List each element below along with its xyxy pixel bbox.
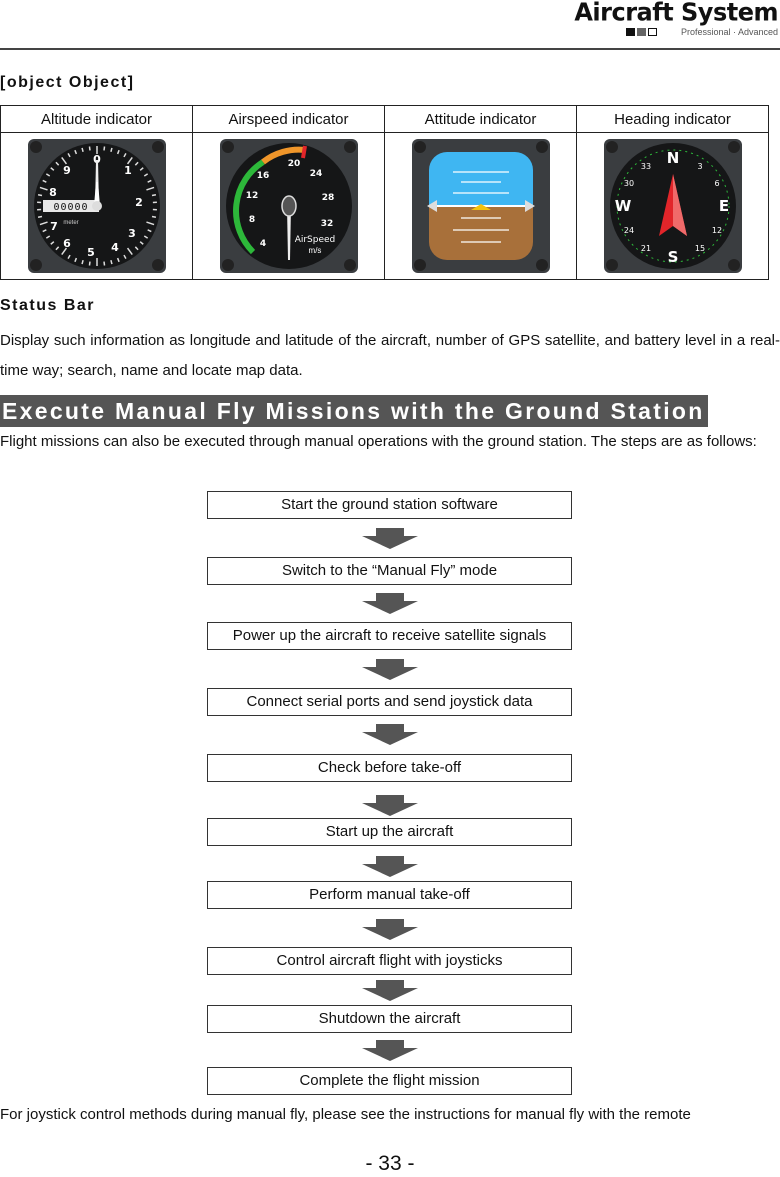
hdg-num-30: 30: [623, 179, 633, 188]
flow-step-8: Control aircraft flight with joysticks: [207, 947, 572, 975]
flow-step-6: Start up the aircraft: [207, 818, 572, 846]
instruments-table: Altitude indicator Airspeed indicator At…: [0, 105, 769, 280]
hdg-num-15: 15: [694, 244, 704, 253]
down-arrow-icon: [362, 659, 418, 680]
asi-num-28: 28: [321, 193, 334, 203]
flow-step-5: Check before take-off: [207, 754, 572, 782]
asi-num-4: 4: [259, 239, 265, 249]
down-arrow-icon: [362, 795, 418, 816]
hdg-num-3: 3: [697, 162, 702, 171]
asi-num-20: 20: [287, 159, 300, 169]
flow-step-4: Connect serial ports and send joystick d…: [207, 688, 572, 716]
hdg-num-21: 21: [640, 244, 650, 253]
asi-num-32: 32: [320, 219, 333, 229]
down-arrow-icon: [362, 1040, 418, 1061]
instruments-heading: [object Object]: [0, 74, 135, 92]
hdg-w: W: [614, 197, 631, 215]
flow-step-9: Shutdown the aircraft: [207, 1005, 572, 1033]
brand-subtitle: Professional · Advanced: [681, 27, 778, 37]
flow-step-3: Power up the aircraft to receive satelli…: [207, 622, 572, 650]
alt-num-4: 4: [111, 241, 119, 254]
page-number: - 33 -: [0, 1152, 780, 1176]
column-attitude: Attitude indicator: [385, 106, 577, 133]
asi-num-24: 24: [309, 169, 322, 179]
down-arrow-icon: [362, 528, 418, 549]
asi-num-12: 12: [245, 191, 258, 201]
column-airspeed: Airspeed indicator: [193, 106, 385, 133]
hdg-n: N: [666, 149, 679, 167]
flow-step-10: Complete the flight mission: [207, 1067, 572, 1095]
hdg-num-6: 6: [714, 179, 719, 188]
down-arrow-icon: [362, 593, 418, 614]
brand-logo: Aircraft System Professional · Advanced: [618, 0, 778, 40]
asi-num-16: 16: [256, 171, 269, 181]
down-arrow-icon: [362, 856, 418, 877]
asi-unit: m/s: [308, 246, 321, 255]
status-heading: Status Bar: [0, 297, 95, 315]
down-arrow-icon: [362, 724, 418, 745]
hdg-s: S: [667, 248, 678, 266]
brand-squares-icon: [626, 28, 657, 36]
header-divider: [0, 48, 780, 50]
footer-paragraph: For joystick control methods during manu…: [0, 1100, 780, 1130]
alt-num-3: 3: [128, 227, 136, 240]
column-altitude: Altitude indicator: [1, 106, 193, 133]
altitude-indicator-icon: 0 1 2 3 4 5 6 7 8 9 00000 meter: [27, 138, 167, 274]
asi-label: AirSpeed: [294, 235, 335, 245]
hdg-e: E: [718, 197, 728, 215]
alt-num-1: 1: [124, 164, 132, 177]
airspeed-indicator-icon: 20 24 28 32 16 12 8 4 AirSpeed m/s: [219, 138, 359, 274]
alt-num-7: 7: [50, 220, 58, 233]
asi-num-8: 8: [248, 215, 254, 225]
alt-num-8: 8: [49, 186, 57, 199]
hdg-num-12: 12: [711, 226, 721, 235]
heading-indicator-icon: N E S W 3 6 12 15 21 24 30 33: [603, 138, 743, 274]
alt-num-2: 2: [135, 196, 143, 209]
flow-step-1: Start the ground station software: [207, 491, 572, 519]
down-arrow-icon: [362, 980, 418, 1001]
down-arrow-icon: [362, 919, 418, 940]
status-paragraph: Display such information as longitude an…: [0, 326, 780, 386]
alt-counter: 00000: [53, 202, 88, 213]
alt-num-6: 6: [63, 237, 71, 250]
column-heading: Heading indicator: [577, 106, 769, 133]
flow-step-7: Perform manual take-off: [207, 881, 572, 909]
alt-unit-label: meter: [63, 220, 78, 226]
flow-step-2: Switch to the “Manual Fly” mode: [207, 557, 572, 585]
hdg-num-33: 33: [640, 162, 650, 171]
attitude-indicator-icon: [411, 138, 551, 274]
brand-title: Aircraft System: [574, 0, 778, 27]
section-heading: Execute Manual Fly Missions with the Gro…: [0, 395, 708, 427]
hdg-num-24: 24: [623, 226, 633, 235]
alt-num-5: 5: [87, 246, 95, 259]
manual-intro-paragraph: Flight missions can also be executed thr…: [0, 427, 780, 457]
alt-num-9: 9: [63, 164, 71, 177]
